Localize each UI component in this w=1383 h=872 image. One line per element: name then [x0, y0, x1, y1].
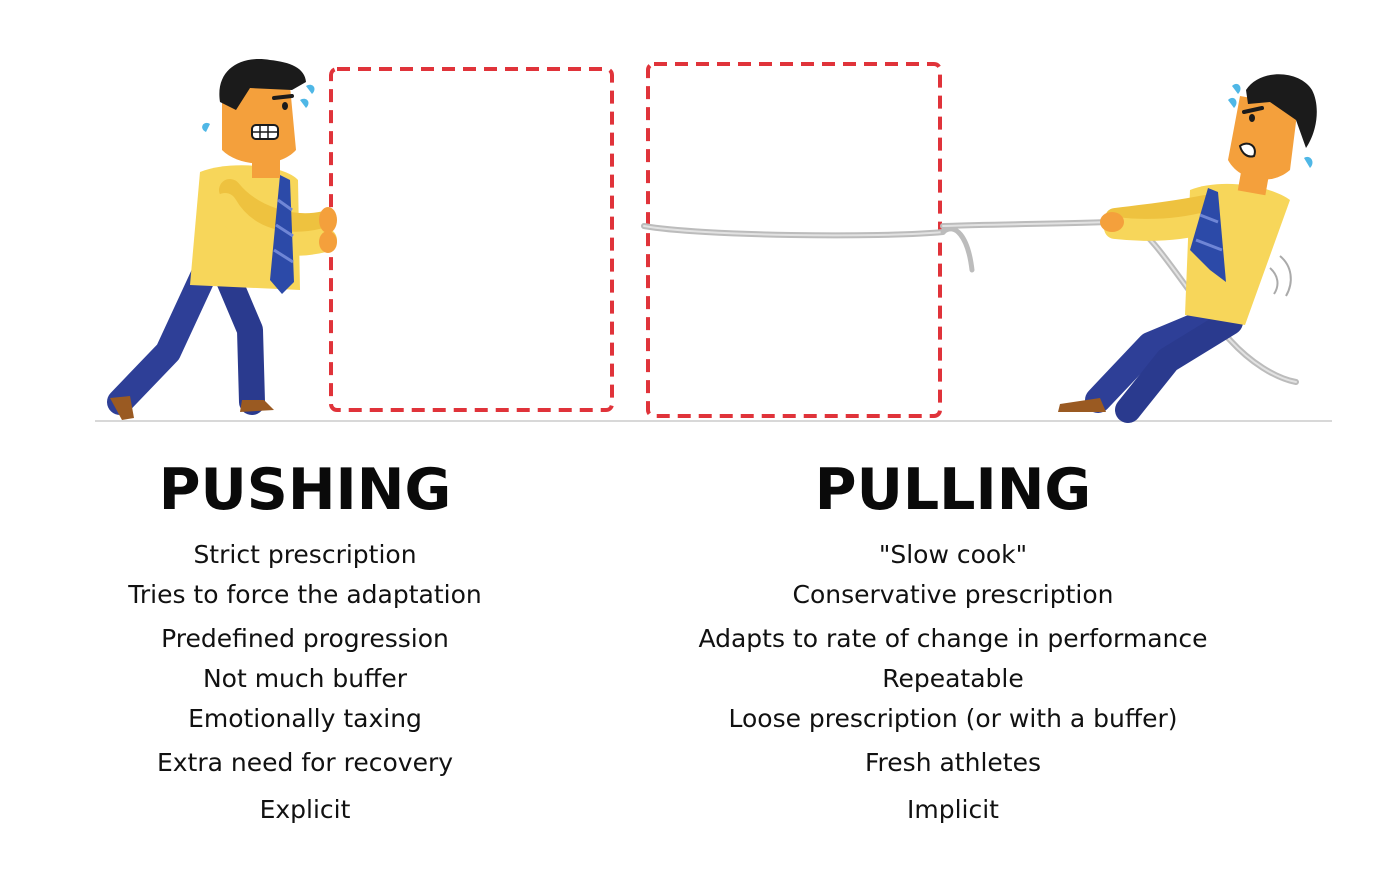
pushed-box [329, 67, 614, 412]
list-item: Strict prescription [193, 540, 417, 569]
list-item: Predefined progression [161, 624, 449, 653]
list-item: Repeatable [882, 664, 1024, 693]
list-item: Implicit [907, 795, 999, 824]
illustration-scene [95, 59, 1332, 423]
list-item: Extra need for recovery [156, 748, 454, 777]
pushing-column: PUSHING Strict prescription Tries to for… [100, 455, 510, 830]
list-item: Not much buffer [202, 664, 408, 693]
list-item: Emotionally taxing [188, 704, 422, 733]
list-item: Explicit [259, 795, 351, 824]
pulled-box [646, 62, 942, 418]
list-item: Tries to force the adaptation [128, 580, 482, 609]
list-item: Conservative prescription [792, 580, 1114, 609]
pushing-heading: PUSHING [158, 457, 452, 523]
list-item: "Slow cook" [878, 540, 1028, 569]
pulling-heading: PULLING [814, 457, 1092, 523]
pushing-list: Strict prescription Tries to force the a… [100, 535, 510, 830]
pulling-column: PULLING "Slow cook" Conservative prescri… [690, 455, 1216, 830]
pulling-list: "Slow cook" Conservative prescription Ad… [690, 535, 1216, 830]
list-item: Fresh athletes [865, 748, 1041, 777]
pulling-man-icon [1058, 74, 1317, 423]
list-item: Adapts to rate of change in performance [698, 624, 1208, 653]
list-item: Loose prescription (or with a buffer) [728, 704, 1178, 733]
pushing-man-icon [107, 59, 337, 420]
